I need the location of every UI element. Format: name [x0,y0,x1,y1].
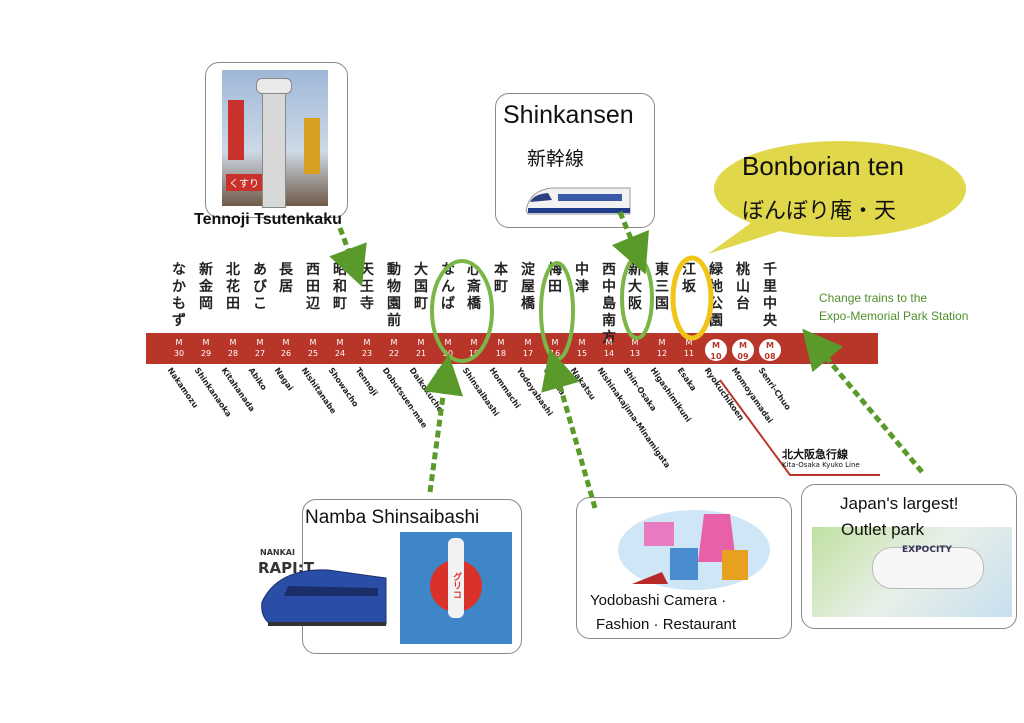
namba-oval [430,259,494,363]
station-code: M 10 [705,339,727,361]
yodobashi-line1: Yodobashi Camera · [590,592,727,609]
shinkansen-title: Shinkansen [503,101,634,129]
shinkansen-arrow [611,211,649,275]
yodobashi-arrow [541,348,598,509]
station-code: M 21 [415,338,427,358]
station-code: M 24 [334,338,346,358]
change-trains-line2: Expo-Memorial Park Station [819,309,969,323]
bonborian-jp: ぼんぼり庵・天 [742,199,897,224]
shinosaka-oval [620,256,654,340]
station-code: M 28 [227,338,239,358]
station-kanji: 心 斎 橋 [467,262,481,312]
kita-osaka-roma: Kita-Osaka Kyuko Line [782,461,860,469]
shopping-icons [618,510,770,590]
station-kanji: 長 居 [279,262,293,295]
station-code: M 22 [388,338,400,358]
umeda-oval [539,261,575,361]
station-kanji: 本 町 [494,262,508,295]
station-kanji: な ん ば [441,262,455,312]
station-kanji: 桃 山 台 [736,262,750,312]
station-code: M 19 [468,338,480,358]
station-kanji: 動 物 園 前 [387,262,401,329]
station-code: M 09 [732,339,754,361]
station-code: M 23 [361,338,373,358]
sign-left [228,100,244,160]
station-code: M 15 [576,338,588,358]
station-kanji: 江 坂 [682,262,696,295]
subway-line-bar [146,333,878,364]
station-code: M 30 [173,338,185,358]
station-code: M 13 [629,338,641,358]
rapit-train-icon [261,569,387,626]
tsutenkaku-tower [262,84,286,208]
namba-title: Namba Shinsaibashi [305,507,480,528]
station-kanji: 中 津 [575,262,589,295]
station-kanji: 西 田 辺 [306,262,320,312]
station-code: M 11 [683,338,695,358]
yodobashi-line2: Fashion · Restaurant [596,616,737,633]
expocity-label: EXPOCITY [902,545,952,555]
station-code: M 12 [656,338,668,358]
outlet-line2: Outlet park [841,520,925,539]
tennoji-label: Tennoji Tsutenkaku [194,211,342,228]
tennoji-photo: くすり [222,70,328,208]
bonborian-title: Bonborian ten [742,151,904,181]
station-code: M 08 [759,339,781,361]
kita-osaka-label: 北大阪急行線 [782,448,848,461]
station-code: M 17 [522,338,534,358]
change-trains-text: Change trains to the Expo-Memorial Park … [819,289,968,325]
glico-text: グリコ [451,572,461,599]
station-kanji: 千 里 中 央 [763,262,777,329]
station-kanji: 東 三 国 [655,262,669,312]
tennoji-arrow [329,227,367,287]
station-kanji: あ び こ [253,262,267,312]
tower-top [256,78,292,94]
sign-right [304,118,320,174]
station-code: M 25 [307,338,319,358]
bonborian-bubble [708,141,966,254]
station-kanji: 大 国 町 [414,262,428,312]
outlet-arrow [802,328,924,474]
station-kanji: な か も ず [172,262,186,329]
esaka-oval [670,255,714,341]
change-trains-line1: Change trains to the [819,291,928,305]
station-code: M 27 [254,338,266,358]
station-code: M 26 [280,338,292,358]
kita-osaka-branch [719,379,880,476]
station-kanji: 新 金 岡 [199,262,213,312]
glico-runner [448,538,464,618]
nankai-label: NANKAI [260,548,295,557]
station-code: M 14 [603,338,615,358]
namba-arrow [423,354,464,493]
expocity-map: EXPOCITY [812,527,1012,617]
station-code: M 18 [495,338,507,358]
outlet-line1: Japan's largest! [840,494,959,513]
station-code: M 29 [200,338,212,358]
shinkansen-train-icon [525,187,631,215]
expocity-building [872,547,984,589]
station-kanji: 北 花 田 [226,262,240,312]
kusuri-sign: くすり [226,174,262,191]
glico-image: グリコ [400,532,512,644]
station-kanji: 淀 屋 橋 [521,262,535,312]
shinkansen-jp: 新幹線 [527,148,585,170]
